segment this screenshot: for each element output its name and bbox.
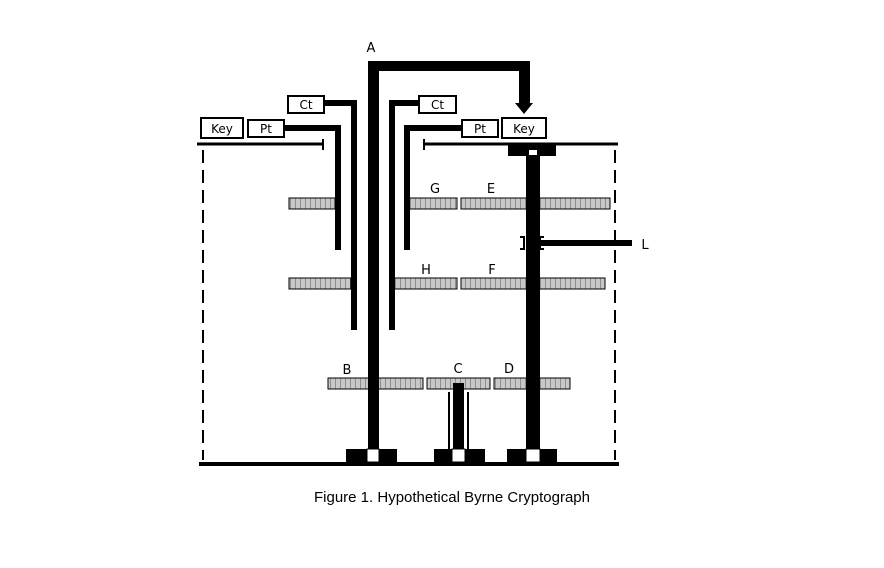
shaft-C: [434, 383, 485, 463]
box-ct-right-text: Ct: [431, 98, 444, 112]
shaft-right: [507, 145, 557, 463]
label-G: G: [430, 182, 440, 197]
label-L: L: [641, 238, 649, 253]
box-key-right: Key: [501, 117, 547, 139]
gear-left-upper: [288, 197, 336, 210]
label-C: C: [453, 362, 462, 377]
lever-L: [520, 236, 632, 250]
box-key-left: Key: [200, 117, 244, 139]
label-E: E: [487, 182, 495, 197]
gear-G: [407, 197, 458, 210]
ct-left-line: [324, 100, 357, 106]
pt-right-line: [404, 125, 462, 131]
left-io-lines: [284, 100, 357, 330]
box-key-left-text: Key: [211, 122, 233, 136]
ct-right-line: [389, 100, 419, 106]
box-ct-left-text: Ct: [299, 98, 312, 112]
figure-caption: Figure 1. Hypothetical Byrne Cryptograph: [314, 489, 590, 506]
label-F: F: [488, 263, 495, 278]
label-H: H: [421, 263, 431, 278]
box-key-right-text: Key: [513, 122, 535, 136]
shaft-A-arrowhead: [515, 103, 533, 114]
label-B: B: [343, 363, 352, 378]
label-D: D: [504, 362, 514, 377]
shaft-A: [346, 61, 533, 463]
right-io-lines: [389, 100, 462, 330]
box-pt-left: Pt: [247, 119, 285, 138]
box-pt-right-text: Pt: [474, 122, 486, 136]
frame: [197, 139, 619, 466]
label-A: A: [367, 41, 376, 56]
box-pt-left-text: Pt: [260, 122, 272, 136]
box-ct-left: Ct: [287, 95, 325, 114]
gear-H: [392, 277, 458, 290]
pt-left-line: [284, 125, 341, 131]
gear-left-middle: [288, 277, 352, 290]
box-pt-right: Pt: [461, 119, 499, 138]
box-ct-right: Ct: [418, 95, 457, 114]
